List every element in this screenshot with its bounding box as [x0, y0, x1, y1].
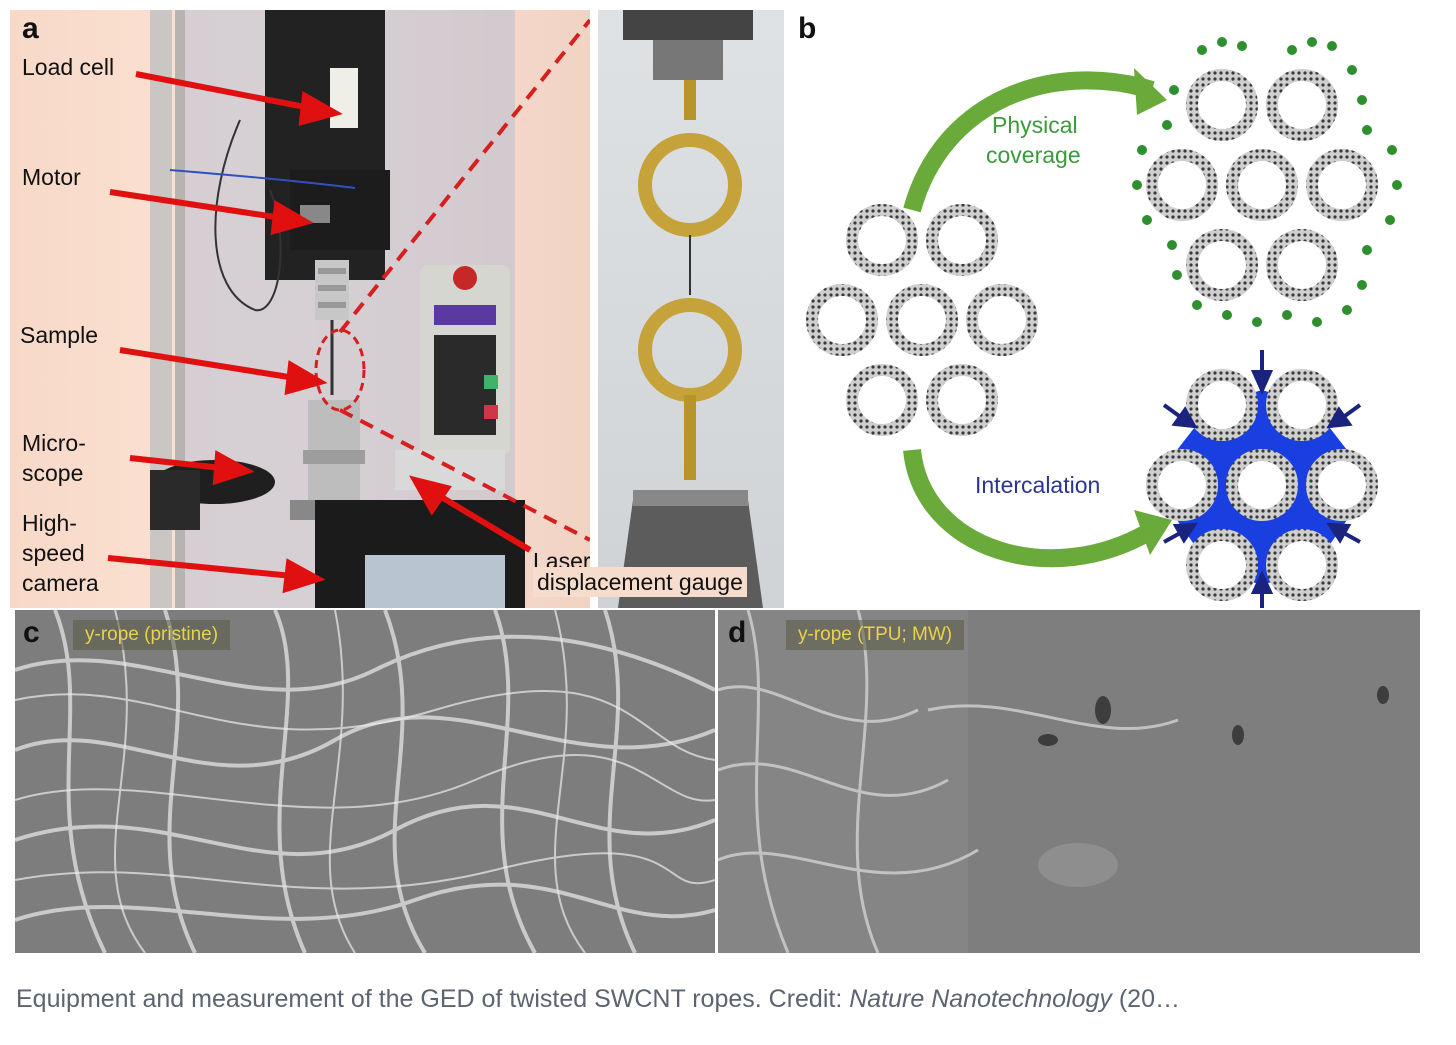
microscope-label-line1: Micro- [22, 430, 86, 456]
load-cell-block [330, 68, 358, 128]
panel-c: c y-rope (pristine) [15, 610, 715, 953]
physical-coverage-label-line1: Physical [992, 112, 1078, 138]
caption-suffix: (20… [1111, 985, 1180, 1013]
laser-label-line2: displacement gauge [533, 567, 747, 597]
camera-label-line2: speed [22, 540, 85, 566]
physical-coverage-dots [1132, 37, 1402, 327]
test-rig-photo [107, 10, 590, 608]
panel-a-hook-inset [598, 10, 784, 608]
swcnt-bundle-schematic [806, 37, 1402, 608]
panel-b: b Physical coverage Intercalation [792, 10, 1442, 608]
panel-a: a Load cell Motor Sample Micro- scope Hi… [10, 10, 590, 608]
physical-coverage-label-line2: coverage [986, 142, 1081, 168]
magnify-circle [314, 328, 366, 412]
panel-d-tag: y-rope (TPU; MW) [786, 620, 965, 650]
motor-label: Motor [22, 164, 81, 190]
sem-image-pristine [15, 610, 715, 953]
hook-inset-photo [618, 10, 763, 608]
microscope-label-line2: scope [22, 460, 84, 486]
panel-b-label: b [798, 12, 817, 45]
sem-image-tpu-mw [718, 610, 1420, 953]
sample-label: Sample [20, 322, 98, 348]
camera-label-line3: camera [22, 570, 99, 596]
figure-caption: Equipment and measurement of the GED of … [16, 985, 1180, 1014]
panel-c-tag: y-rope (pristine) [73, 620, 231, 650]
panel-d: d y-rope (TPU; MW) [718, 610, 1420, 953]
caption-text: Equipment and measurement of the GED of … [16, 985, 850, 1013]
panel-d-label: d [728, 616, 747, 649]
load-cell-label: Load cell [22, 54, 115, 80]
caption-journal: Nature Nanotechnology [849, 985, 1112, 1013]
panel-a-label: a [22, 12, 39, 45]
panel-c-label: c [23, 616, 40, 649]
camera-label-line1: High- [22, 510, 77, 536]
intercalation-label: Intercalation [975, 472, 1101, 498]
